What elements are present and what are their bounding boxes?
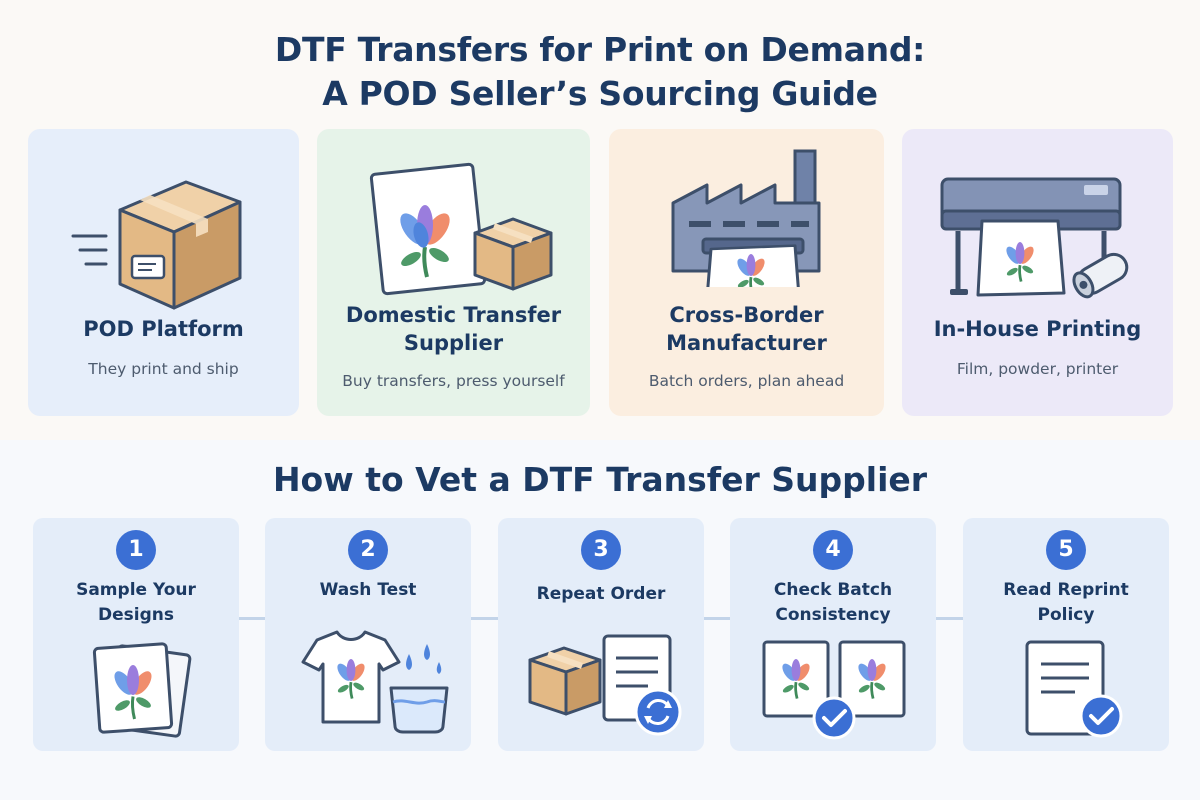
step-number-badge: 4 <box>813 530 853 570</box>
vetting-section-title: How to Vet a DTF Transfer Supplier <box>272 460 928 499</box>
sample-sheets-icon <box>92 642 192 738</box>
factory-icon <box>671 149 821 287</box>
batch-check-icon <box>762 640 906 740</box>
option-label-line-2: Supplier <box>403 331 504 355</box>
step-label-line-2: Designs <box>98 605 174 625</box>
step-label-line-2: Policy <box>1037 605 1095 625</box>
title-line-2: A POD Seller’s Sourcing Guide <box>322 74 878 113</box>
printer-icon <box>940 177 1129 299</box>
option-subtitle: They print and ship <box>88 360 239 378</box>
option-label: In-House Printing <box>933 317 1142 341</box>
option-subtitle: Batch orders, plan ahead <box>648 372 845 390</box>
step-label: Repeat Order <box>498 582 704 607</box>
step-label: Check Batch Consistency <box>730 578 936 628</box>
option-card-pod-platform: POD Platform They print and ship <box>28 129 299 416</box>
option-card-domestic-supplier: Domestic Transfer Supplier Buy transfers… <box>317 129 590 416</box>
step-label-line-1: Repeat Order <box>536 584 666 604</box>
step-label-line-1: Read Reprint <box>1003 580 1129 600</box>
option-label-line-1: Cross-Border <box>669 303 824 327</box>
step-number-badge: 1 <box>116 530 156 570</box>
tshirt-wash-icon <box>301 630 449 734</box>
option-label-line-2: Manufacturer <box>666 331 827 355</box>
vetting-step-2: 2 Wash Test <box>265 518 471 751</box>
option-label: Cross-Border Manufacturer <box>609 301 884 357</box>
step-label-line-1: Wash Test <box>319 580 417 600</box>
option-label: POD Platform <box>83 317 244 341</box>
vetting-step-5: 5 Read Reprint Policy <box>963 518 1169 751</box>
step-number-badge: 5 <box>1046 530 1086 570</box>
option-subtitle: Film, powder, printer <box>956 360 1119 378</box>
option-label-line-1: Domestic Transfer <box>345 303 562 327</box>
step-label: Sample Your Designs <box>33 578 239 628</box>
vetting-step-3: 3 Repeat Order <box>498 518 704 751</box>
step-label: Read Reprint Policy <box>963 578 1169 628</box>
step-number-badge: 3 <box>581 530 621 570</box>
title-line-1: DTF Transfers for Print on Demand: <box>274 30 926 69</box>
repeat-order-icon <box>528 634 682 736</box>
option-card-in-house: In-House Printing Film, powder, printer <box>902 129 1173 416</box>
shipping-box-icon <box>71 180 242 310</box>
transfer-and-box-icon <box>369 162 553 296</box>
vetting-step-1: 1 Sample Your Designs <box>33 518 239 751</box>
vetting-step-4: 4 Check Batch Consistency <box>730 518 936 751</box>
step-label-line-1: Check Batch <box>773 580 893 600</box>
option-card-cross-border: Cross-Border Manufacturer Batch orders, … <box>609 129 884 416</box>
step-label-line-2: Consistency <box>775 605 891 625</box>
step-label: Wash Test <box>265 578 471 603</box>
step-label-line-1: Sample Your <box>76 580 196 600</box>
option-subtitle: Buy transfers, press yourself <box>342 372 565 390</box>
policy-document-icon <box>1025 640 1123 738</box>
option-label: Domestic Transfer Supplier <box>317 301 590 357</box>
page-title: DTF Transfers for Print on Demand: A POD… <box>0 28 1200 116</box>
step-number-badge: 2 <box>348 530 388 570</box>
